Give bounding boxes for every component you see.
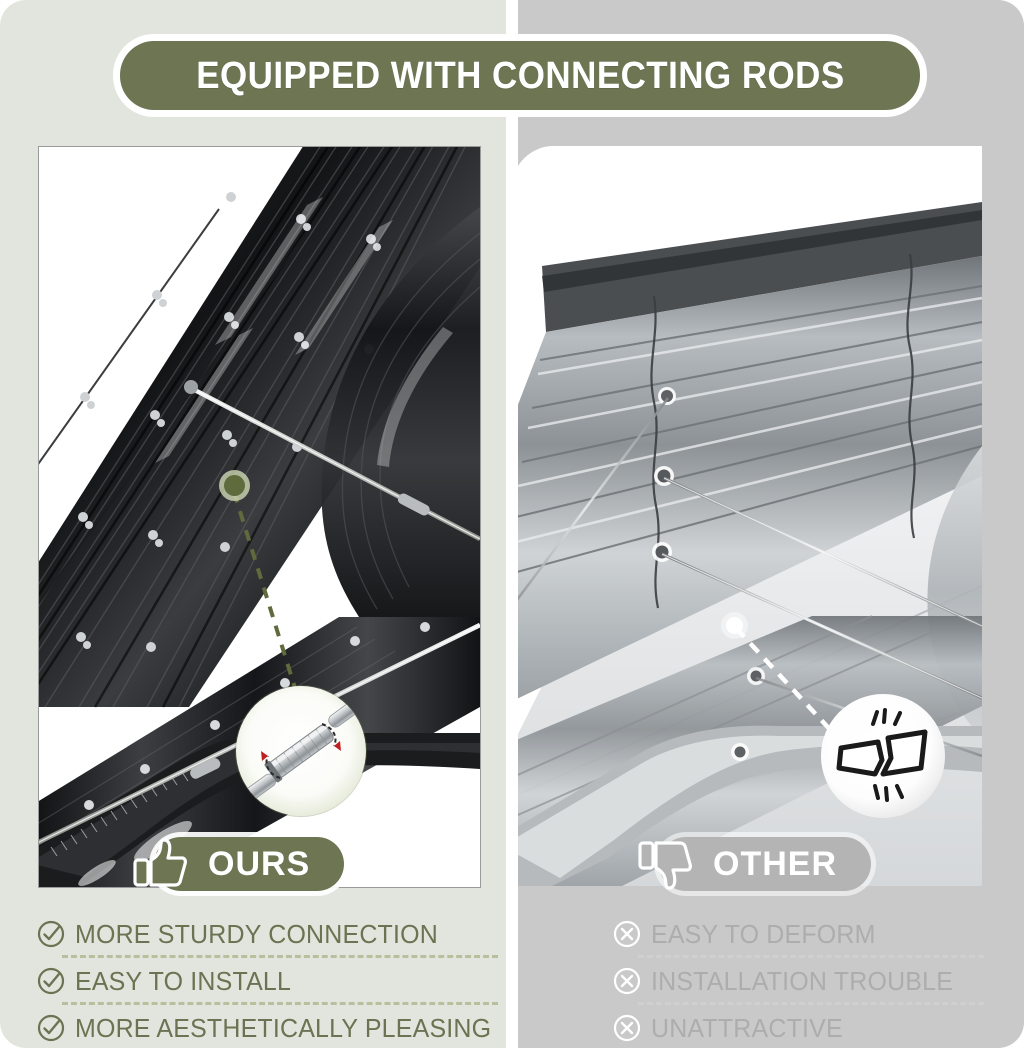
check-circle-icon [36, 919, 66, 949]
ours-callout-marker [224, 475, 245, 496]
list-item: UNATTRACTIVE [612, 1010, 984, 1045]
list-item-label: INSTALLATION TROUBLE [651, 965, 954, 996]
list-item-label: UNATTRACTIVE [651, 1012, 843, 1043]
other-callout-marker [726, 617, 743, 634]
list-item-label: EASY TO DEFORM [651, 918, 876, 949]
ours-photo-image [39, 147, 480, 887]
list-separator [638, 1002, 984, 1005]
list-item-label: MORE STURDY CONNECTION [75, 918, 438, 949]
panel-divider [506, 0, 518, 1048]
list-item: MORE STURDY CONNECTION [36, 916, 498, 951]
turnbuckle-connector-icon [236, 686, 366, 816]
check-circle-icon [36, 966, 66, 996]
list-separator [638, 955, 984, 958]
header-banner: EQUIPPED WITH CONNECTING RODS [120, 41, 920, 110]
x-circle-icon [612, 919, 642, 949]
list-item-label: MORE AESTHETICALLY PLEASING [75, 1012, 492, 1043]
thumbs-up-icon [132, 836, 188, 892]
x-circle-icon [612, 966, 642, 996]
list-item: EASY TO INSTALL [36, 963, 498, 998]
list-separator [62, 955, 498, 958]
ours-benefit-list: MORE STURDY CONNECTION EASY TO INSTALL M… [36, 916, 498, 1045]
other-badge-label: OTHER [659, 837, 871, 891]
list-item: MORE AESTHETICALLY PLEASING [36, 1010, 498, 1045]
list-separator [62, 1002, 498, 1005]
ours-badge: OURS [132, 836, 345, 892]
other-badge: OTHER [637, 836, 871, 892]
list-item-label: EASY TO INSTALL [75, 965, 292, 996]
thumbs-down-icon [637, 836, 693, 892]
x-circle-icon [612, 1013, 642, 1043]
broken-panel-icon [821, 694, 945, 818]
other-drawback-list: EASY TO DEFORM INSTALLATION TROUBLE UNAT… [612, 916, 984, 1045]
list-item: EASY TO DEFORM [612, 916, 984, 951]
list-item: INSTALLATION TROUBLE [612, 963, 984, 998]
ours-photo [38, 146, 481, 888]
page-title: EQUIPPED WITH CONNECTING RODS [195, 54, 845, 97]
check-circle-icon [36, 1013, 66, 1043]
